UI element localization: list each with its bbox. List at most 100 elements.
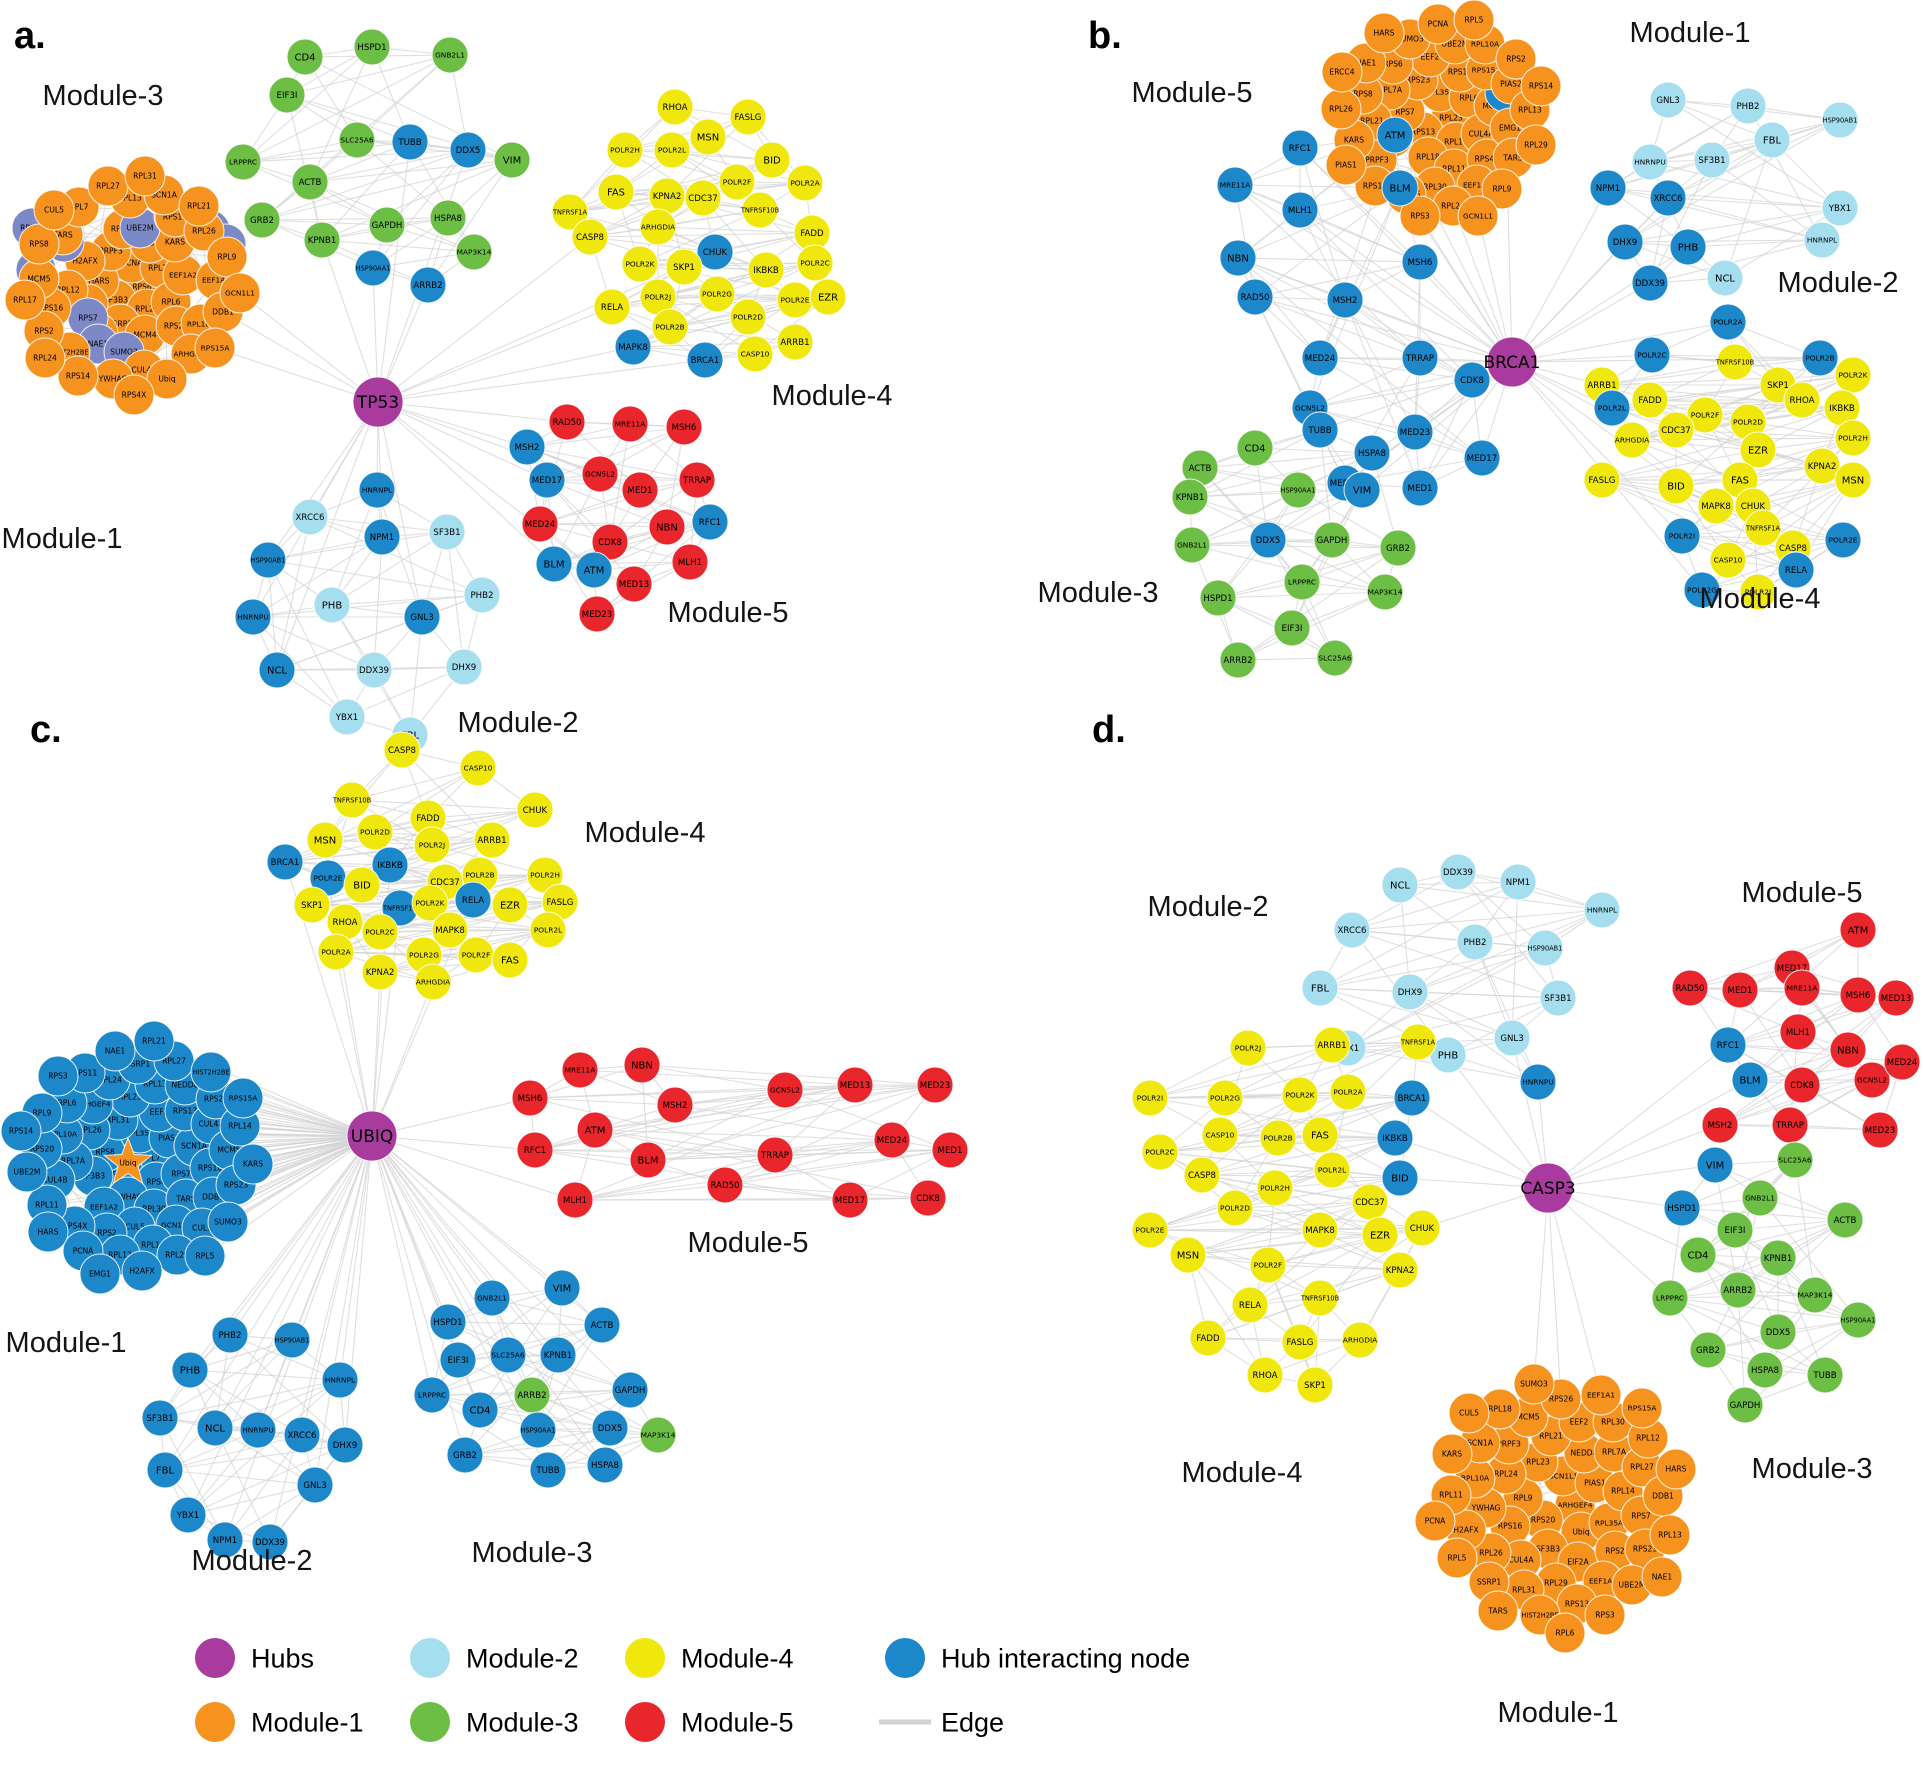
node-a-polr2a[interactable]: POLR2A <box>786 164 824 202</box>
node-a-rpl9[interactable]: RPL9 <box>206 236 248 278</box>
node-b-med1[interactable]: MED1 <box>1401 469 1439 507</box>
node-a-cdk8[interactable]: CDK8 <box>591 523 629 561</box>
node-d-ddx39[interactable]: DDX39 <box>1439 853 1477 891</box>
node-c-h2afx[interactable]: H2AFX <box>121 1250 163 1292</box>
node-d-dhx9[interactable]: DHX9 <box>1391 973 1429 1011</box>
node-d-skp1[interactable]: SKP1 <box>1296 1366 1334 1404</box>
node-a-polr2d[interactable]: POLR2D <box>729 298 767 336</box>
node-b-npm1[interactable]: NPM1 <box>1589 169 1627 207</box>
node-b-ddx5[interactable]: DDX5 <box>1249 521 1287 559</box>
node-b-pcna[interactable]: PCNA <box>1417 3 1459 45</box>
node-d-polr2c[interactable]: POLR2C <box>1141 1133 1179 1171</box>
node-d-kars[interactable]: KARS <box>1431 1433 1473 1475</box>
node-a-brca1[interactable]: BRCA1 <box>686 341 724 379</box>
node-b-med24[interactable]: MED24 <box>1301 339 1339 377</box>
node-a-gnb2l1[interactable]: GNB2L1 <box>431 36 469 74</box>
node-c-vim[interactable]: VIM <box>543 1269 581 1307</box>
node-c-ube2m[interactable]: UBE2M <box>6 1151 48 1193</box>
node-b-gnb2l1[interactable]: GNB2L1 <box>1173 526 1211 564</box>
node-c-mre11a[interactable]: MRE11A <box>561 1051 599 1089</box>
node-a-mapk8[interactable]: MAPK8 <box>614 328 652 366</box>
node-a-hsp90aa1[interactable]: HSP90AA1 <box>354 249 392 287</box>
node-d-med13[interactable]: MED13 <box>1877 979 1915 1017</box>
node-c-casp10[interactable]: CASP10 <box>459 749 497 787</box>
node-b-polr2c[interactable]: POLR2C <box>1633 336 1671 374</box>
node-a-polr2g[interactable]: POLR2G <box>698 275 736 313</box>
node-d-eef1a1[interactable]: EEF1A1 <box>1580 1374 1622 1416</box>
node-b-tnfrsf10b[interactable]: TNFRSF10B <box>1715 343 1755 381</box>
node-d-msh2[interactable]: MSH2 <box>1701 1106 1739 1144</box>
node-b-phb[interactable]: PHB <box>1669 228 1707 266</box>
node-d-slc25a6[interactable]: SLC25A6 <box>1776 1141 1814 1179</box>
node-c-hars[interactable]: HARS <box>27 1211 69 1253</box>
node-d-polr2k[interactable]: POLR2K <box>1281 1076 1319 1114</box>
node-d-rpl6[interactable]: RPL6 <box>1544 1612 1586 1654</box>
node-d-sf3b1[interactable]: SF3B1 <box>1539 979 1577 1017</box>
node-a-npm1[interactable]: NPM1 <box>363 518 401 556</box>
node-c-med17[interactable]: MED17 <box>831 1181 869 1219</box>
node-b-arrb2[interactable]: ARRB2 <box>1219 641 1257 679</box>
node-b-med17[interactable]: MED17 <box>1463 439 1501 477</box>
node-d-tubb[interactable]: TUBB <box>1806 1356 1844 1394</box>
node-d-hsp90aa1[interactable]: HSP90AA1 <box>1839 1301 1877 1339</box>
node-c-rela[interactable]: RELA <box>454 881 492 919</box>
node-d-mre11a[interactable]: MRE11A <box>1783 969 1821 1007</box>
node-a-blm[interactable]: BLM <box>535 545 573 583</box>
node-a-ddx5[interactable]: DDX5 <box>449 131 487 169</box>
node-c-cdk8[interactable]: CDK8 <box>909 1179 947 1217</box>
node-c-ybx1[interactable]: YBX1 <box>169 1496 207 1534</box>
node-a-ikbkb[interactable]: IKBKB <box>747 251 785 289</box>
node-d-rps15a[interactable]: RPS15A <box>1621 1387 1663 1429</box>
node-c-mapk8[interactable]: MAPK8 <box>431 911 469 949</box>
node-b-rela[interactable]: RELA <box>1777 551 1815 589</box>
node-a-rad50[interactable]: RAD50 <box>548 403 586 441</box>
node-a-hnrnpu[interactable]: HNRNPU <box>234 598 272 636</box>
node-a-chuk[interactable]: CHUK <box>696 233 734 271</box>
node-a-hnrnpl[interactable]: HNRNPL <box>358 471 396 509</box>
node-c-grb2[interactable]: GRB2 <box>446 1436 484 1474</box>
node-a-rps15a[interactable]: RPS15A <box>194 327 236 369</box>
node-b-polr2h[interactable]: POLR2H <box>1834 419 1872 457</box>
node-b-lrpprc[interactable]: LRPPRC <box>1283 563 1321 601</box>
node-c-rpl21[interactable]: RPL21 <box>133 1020 175 1062</box>
hub-node-brca1[interactable]: BRCA1 <box>1484 336 1541 388</box>
node-b-polr2e[interactable]: POLR2E <box>1824 521 1862 559</box>
node-c-kpna2[interactable]: KPNA2 <box>361 953 399 991</box>
node-d-casp8[interactable]: CASP8 <box>1183 1156 1221 1194</box>
node-c-ddx5[interactable]: DDX5 <box>591 1409 629 1447</box>
node-a-msn[interactable]: MSN <box>689 118 727 156</box>
node-d-polr2d[interactable]: POLR2D <box>1216 1189 1254 1227</box>
node-d-arrb2[interactable]: ARRB2 <box>1719 1271 1757 1309</box>
node-d-msh6[interactable]: MSH6 <box>1839 976 1877 1014</box>
node-b-hsp90aa1[interactable]: HSP90AA1 <box>1279 471 1317 509</box>
node-a-lrpprc[interactable]: LRPPRC <box>224 143 262 181</box>
node-b-tnfrsf1a[interactable]: TNFRSF1A <box>1744 509 1782 547</box>
node-b-cdk8[interactable]: CDK8 <box>1453 361 1491 399</box>
node-b-polr2j[interactable]: POLR2J <box>1739 573 1777 611</box>
node-d-hnrnpu[interactable]: HNRNPU <box>1519 1063 1557 1101</box>
node-a-rpl24[interactable]: RPL24 <box>24 337 66 379</box>
node-a-polr2b[interactable]: POLR2B <box>651 308 689 346</box>
node-b-msn[interactable]: MSN <box>1834 461 1872 499</box>
node-d-rela[interactable]: RELA <box>1231 1286 1269 1324</box>
node-b-atm[interactable]: ATM <box>1376 116 1414 154</box>
node-d-tars[interactable]: TARS <box>1477 1590 1519 1632</box>
node-d-msn[interactable]: MSN <box>1169 1236 1207 1274</box>
node-b-map3k14[interactable]: MAP3K14 <box>1366 573 1404 611</box>
node-c-ddx39[interactable]: DDX39 <box>251 1523 289 1561</box>
node-c-bid[interactable]: BID <box>343 866 381 904</box>
node-c-rpl5[interactable]: RPL5 <box>184 1235 226 1277</box>
node-b-gnl3[interactable]: GNL3 <box>1649 81 1687 119</box>
node-d-faslg[interactable]: FASLG <box>1281 1323 1319 1361</box>
node-c-rfc1[interactable]: RFC1 <box>516 1131 554 1169</box>
node-c-ikbkb[interactable]: IKBKB <box>371 846 409 884</box>
node-c-xrcc6[interactable]: XRCC6 <box>283 1416 321 1454</box>
node-b-hsp90ab1[interactable]: HSP90AB1 <box>1821 101 1859 139</box>
node-c-msh2[interactable]: MSH2 <box>656 1086 694 1124</box>
node-b-grb2[interactable]: GRB2 <box>1379 529 1417 567</box>
node-d-nbn[interactable]: NBN <box>1829 1031 1867 1069</box>
node-c-med24[interactable]: MED24 <box>873 1121 911 1159</box>
node-b-rpl29[interactable]: RPL29 <box>1515 124 1557 166</box>
node-d-lrpprc[interactable]: LRPPRC <box>1651 1279 1689 1317</box>
node-d-ikbkb[interactable]: IKBKB <box>1376 1119 1414 1157</box>
